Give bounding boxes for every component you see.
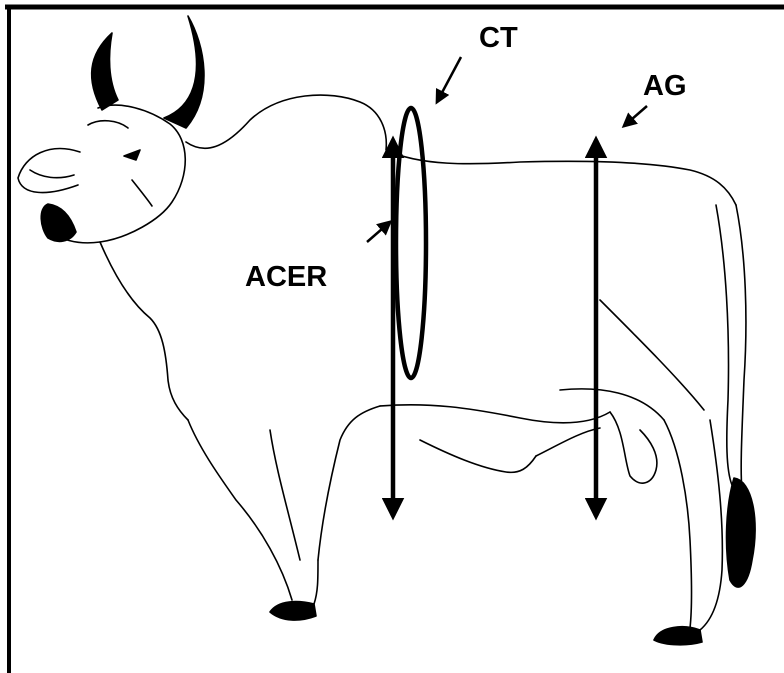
tail-switch [727,478,756,587]
acer-pointer-arrow [367,222,390,242]
left-horn [92,33,118,110]
belly [380,405,610,423]
hind-leg [664,420,692,628]
dewlap [100,242,188,420]
ct-pointer-arrow [437,57,461,102]
front-hoof [270,602,316,620]
ag-pointer-arrow [624,106,647,126]
sheath [610,412,657,483]
tail [736,205,746,490]
acer-label: ACER [245,261,327,293]
right-horn [164,16,204,128]
muzzle [41,204,76,241]
cattle-outline [18,16,755,645]
ag-label: AG [643,70,687,102]
front-leg-near [188,420,292,600]
ct-label: CT [479,22,518,54]
hump-back [186,95,736,205]
ear [18,149,80,193]
ct-girth-ellipse [396,108,426,378]
eye [124,150,140,160]
hind-hoof [654,627,702,645]
